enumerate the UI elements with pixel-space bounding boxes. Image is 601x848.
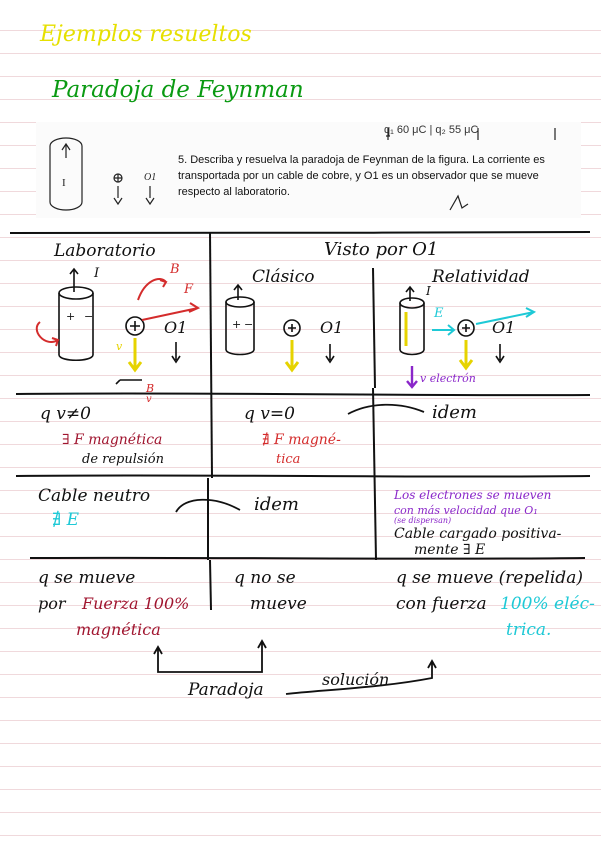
lab-f-label: F [184,282,194,297]
problem-wire-figure [49,128,556,211]
col-header-lab: Laboratorio [54,241,156,261]
rel-current-label: I [426,284,431,298]
rel-velocity-arrows [404,312,474,371]
footer-solution: solución [322,670,390,689]
col-header-o1: Visto por O1 [324,239,439,260]
electron-velocity-arrow [406,366,418,389]
classic-figure [225,283,335,364]
problem-image [36,122,581,218]
table-grid [9,231,591,611]
r3-classic-line1: q no se [234,568,296,588]
r3-rel-line2b: 100% eléc- [500,594,595,614]
connector-arrows [153,403,437,695]
r3-rel-line1: q se mueve (repelida) [396,568,583,588]
rel-figure [399,285,505,364]
footer-paradox: Paradoja [188,680,264,700]
r1-classic-line1: q v=0 [244,404,295,424]
lab-wire-plus: + [66,310,76,323]
lab-velocity-arrow [127,338,143,373]
r1-lab-line3: de repulsión [82,452,164,467]
r2-rel-line1: Los electrones se mueven [394,488,552,502]
r1-lab-line1: q v≠0 [40,404,91,424]
problem-text: 5. Describa y resuelva la paradoja de Fe… [178,154,545,198]
r1-rel-idem: idem [432,402,477,423]
lab-current-label: I [94,266,100,281]
classic-velocity-arrow [284,340,300,373]
charge-labels: q₁ 60 μC | q₂ 55 μC [384,124,479,136]
r1-classic-line3: tica [276,452,301,467]
lab-figure [58,267,181,385]
rel-field-arrows [432,307,537,336]
lab-v-small: v [146,394,152,405]
lab-o1-label: O1 [164,318,188,337]
r2-lab-line1: Cable neutro [38,486,151,506]
classic-o1-label: O1 [320,318,344,337]
r2-rel-line4: Cable cargado positiva- [394,526,562,542]
lab-force-arrows [35,278,201,347]
r1-lab-line2: ∃ F magnética [62,432,163,448]
classic-wire-minus: − [244,318,254,331]
r2-rel-line2: con más velocidad que O₁ [394,504,538,517]
lab-b-label: B [170,262,180,277]
rel-e-label: E [434,306,444,321]
r3-classic-line2: mueve [250,594,307,614]
r3-lab-line3: magnética [76,620,161,639]
problem-observer-label: O1 [144,172,156,183]
r3-rel-line2a: con fuerza [396,594,487,614]
r1-classic-line2: ∄ F magné- [262,432,341,448]
r3-lab-line1: q se mueve [38,568,136,588]
lab-b-small: B [146,382,155,395]
r3-lab-line2b: Fuerza 100% [82,594,190,613]
r2-rel-line3: (se dispersan) [394,516,452,525]
r3-rel-line3: trica. [506,620,552,640]
subheader-classic: Clásico [252,267,315,287]
problem-current-label: I [62,177,66,189]
page-subtitle: Paradoja de Feynman [52,77,304,103]
rel-o1-label: O1 [492,318,516,337]
classic-wire-plus: + [232,318,242,331]
lab-v-label: v [116,340,123,353]
rel-electron-label: v electrón [420,372,476,385]
r3-lab-line2a: por [38,594,66,613]
subheader-relativity: Relatividad [432,267,530,287]
lab-wire-minus: − [84,310,94,323]
r2-rel-line5: mente ∃ E [414,542,486,558]
page-title: Ejemplos resueltos [40,22,252,47]
r2-lab-line2: ∄ E [52,510,80,530]
r2-classic-idem: idem [254,494,299,515]
